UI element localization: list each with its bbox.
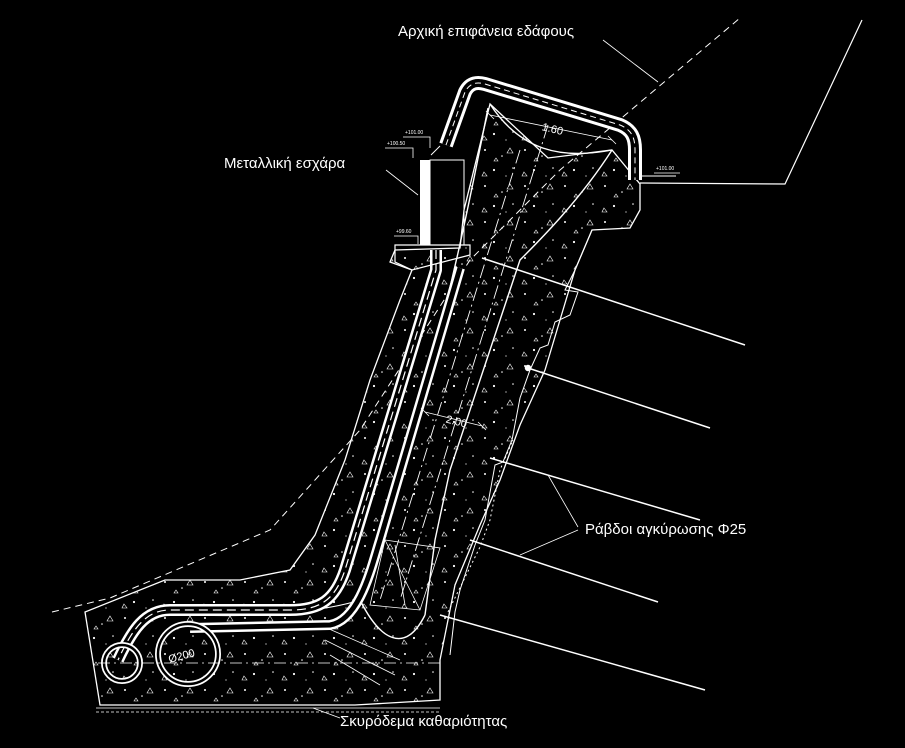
level-mark-1: +101.00: [405, 130, 424, 136]
concrete-body: [84, 102, 641, 706]
inner-channel-wall: [189, 266, 465, 633]
drain-pipe-section: [98, 621, 440, 687]
drain-pipe: [112, 250, 442, 663]
label-metal-grate: Μεταλλική εσχάρα: [224, 155, 346, 172]
axis-lines: [379, 124, 549, 601]
label-lean-concrete: Σκυρόδεμα καθαριότητας: [340, 713, 508, 730]
anchor-leader-1: [547, 474, 579, 528]
dim-channel-width: 2.00: [444, 414, 468, 431]
anchor-rods: [439, 257, 746, 691]
grate-leader: [385, 169, 419, 196]
level-mark-2: +100.50: [387, 141, 406, 147]
transition-hatch: [319, 539, 441, 686]
dim-top-width: 1.60: [541, 121, 565, 138]
level-mark-4: +101.00: [656, 166, 675, 172]
level-markers: [385, 136, 680, 244]
lean-concrete-leader: [312, 707, 341, 719]
dimension-lines: [420, 110, 617, 431]
leader-lines: [312, 39, 659, 719]
excavated-slope-line: [632, 19, 863, 185]
foundation-steps: [447, 229, 593, 656]
ground-surface-leader: [602, 39, 659, 83]
anchor-leader-2: [519, 529, 579, 556]
top-pipe: [439, 76, 642, 180]
metal-grate-element: [394, 145, 471, 271]
lean-concrete-layer: [96, 707, 440, 713]
label-anchor-rods: Ράβδοι αγκύρωσης Φ25: [585, 521, 747, 538]
label-ground-surface: Αρχική επιφάνεια εδάφους: [398, 23, 575, 40]
level-mark-3: +99.60: [396, 229, 412, 235]
